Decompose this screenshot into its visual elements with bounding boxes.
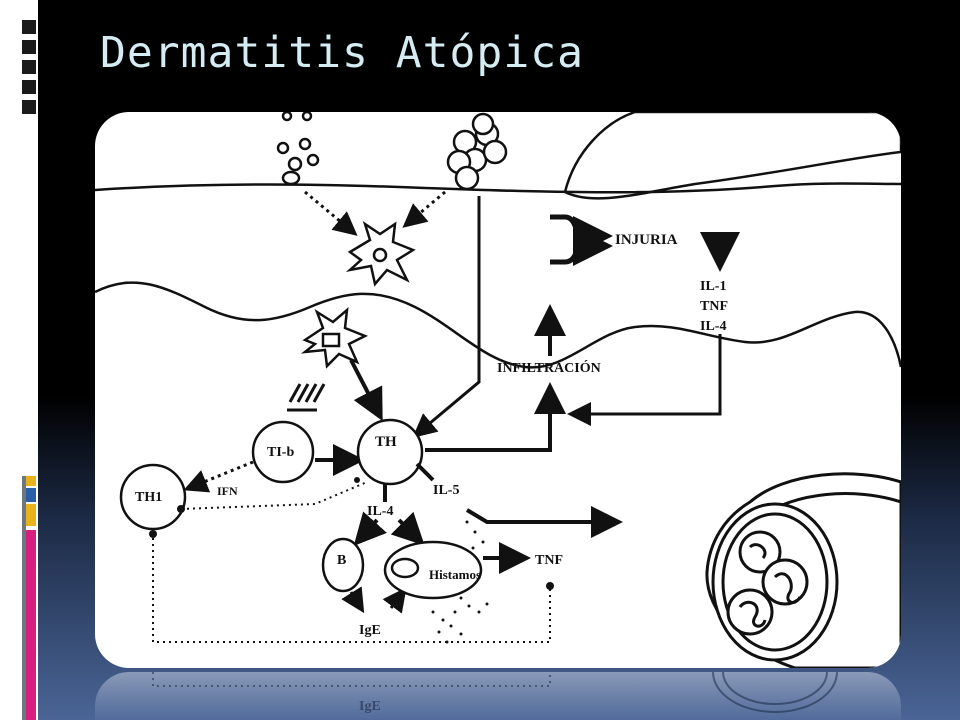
allergen-particles	[276, 112, 320, 186]
deco-color-gray	[26, 476, 36, 486]
label-histamos: Histamos	[429, 567, 481, 582]
diagram-card: INJURIA IL-1 TNF IL-4 INFILTRACIÓN TI-b …	[95, 112, 901, 668]
label-th1: TH1	[135, 490, 162, 505]
label-il5: IL-5	[433, 483, 459, 498]
mast-cell-nucleus	[390, 557, 420, 579]
skin-surface-line	[95, 182, 901, 194]
finger-shape	[563, 112, 901, 200]
label-il4-top: IL-4	[700, 319, 726, 334]
deco-color-gray-2	[22, 476, 26, 720]
diagram-reflection: IgE	[95, 672, 901, 720]
arrow-cytokines-to-infiltracion	[567, 334, 722, 426]
arrow-th-to-infiltracion	[425, 382, 566, 452]
dermal-wave-line	[95, 281, 901, 369]
label-ifn: IFN	[217, 484, 238, 498]
label-infiltracion: INFILTRACIÓN	[497, 359, 601, 376]
label-th: TH	[375, 434, 397, 450]
label-tnf: TNF	[535, 553, 563, 568]
deco-block-4	[22, 60, 36, 74]
allergen-cluster	[446, 112, 508, 191]
arrow-il4-to-histamine	[390, 511, 425, 546]
line-th-to-il5	[415, 462, 435, 482]
langerhans-cell-dermis	[300, 306, 369, 369]
deco-color-blue	[26, 488, 36, 502]
deco-block-6	[22, 100, 36, 114]
label-b: B	[337, 553, 346, 568]
th1-bottom-dot	[149, 530, 157, 538]
label-injuria: INJURIA	[615, 232, 678, 248]
dotted-arrow-tlb-to-th1	[183, 460, 254, 493]
deco-block-2	[22, 20, 36, 34]
arrow-langerhans-to-th	[349, 359, 383, 422]
arrow-b-to-ige	[341, 586, 365, 614]
reflection-label-ige: IgE	[359, 699, 381, 714]
th1-dot	[177, 505, 185, 513]
dotted-arrow-allergen-2	[402, 190, 446, 228]
th-dot	[354, 477, 360, 483]
tnf-bottom-dot	[546, 582, 554, 590]
label-tnf-top: TNF	[700, 299, 728, 314]
arrow-allergen-to-th	[412, 196, 481, 438]
label-il4: IL-4	[367, 504, 393, 519]
label-tlb: TI-b	[267, 445, 294, 460]
deco-block-3	[22, 40, 36, 54]
langerhans-cell-epidermis	[345, 220, 416, 287]
arrow-injuria-to-il1	[700, 232, 740, 272]
mast-cell	[383, 540, 483, 600]
arrow-ige-to-histamine	[382, 587, 407, 614]
vessel-cross-section	[705, 472, 901, 668]
dotted-loop-th1-tnf	[152, 532, 551, 643]
slide-title: Dermatitis Atópica	[100, 28, 584, 78]
dotted-arrow-allergen-1	[304, 190, 358, 236]
th1-cell	[119, 463, 187, 531]
deco-block-5	[22, 80, 36, 94]
degranulation-dots	[431, 520, 489, 644]
arrow-il5-to-eosinophil	[465, 506, 623, 538]
label-ige: IgE	[359, 623, 381, 638]
tlb-cell	[251, 420, 315, 484]
reflection-graphic: IgE	[152, 672, 838, 714]
label-il1: IL-1	[700, 279, 726, 294]
dotted-line-th1-to-th	[180, 481, 368, 510]
injuria-scratch-arrows	[550, 214, 613, 266]
cytokine-wiggles	[287, 383, 326, 412]
deco-color-pink	[26, 530, 36, 720]
atopic-dermatitis-diagram: INJURIA IL-1 TNF IL-4 INFILTRACIÓN TI-b …	[95, 112, 901, 668]
arrow-il4-to-b	[353, 511, 387, 546]
th-cell	[356, 418, 424, 486]
deco-color-gold	[26, 504, 36, 526]
